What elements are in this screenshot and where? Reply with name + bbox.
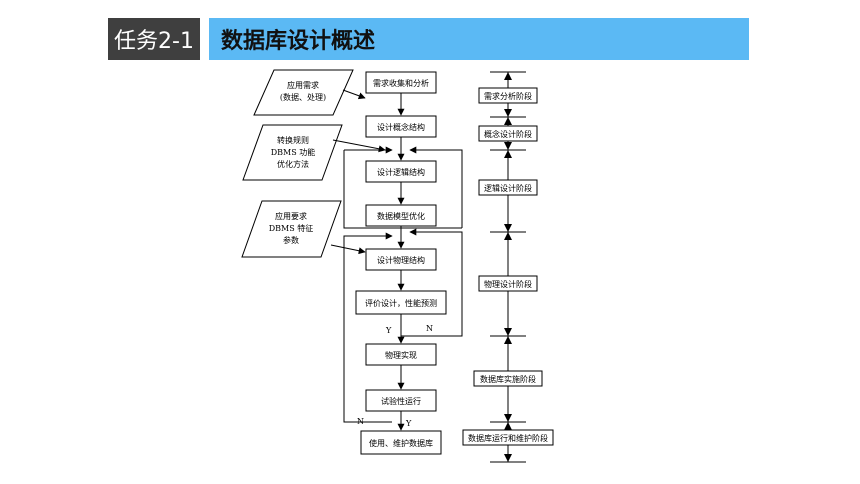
step-physical-implementation: 物理实现	[365, 343, 437, 366]
step-evaluate-design-label: 评价设计，性能预测	[365, 298, 437, 308]
step-use-maintain: 使用、维护数据库	[360, 430, 442, 455]
input-rules-line-2: DBMS 功能	[271, 147, 316, 157]
stage-implementation: 数据库实施阶段	[473, 370, 543, 387]
input-rules: 转换规则 DBMS 功能 优化方法	[242, 124, 343, 181]
step-physical-design: 设计物理结构	[365, 248, 437, 271]
stage-conceptual: 概念设计阶段	[478, 125, 538, 142]
stage-requirements: 需求分析阶段	[478, 87, 538, 104]
input-requirements-line-2: (数据、处理)	[280, 92, 326, 102]
stage-operation: 数据库运行和维护阶段	[462, 429, 554, 446]
step-physical-implementation-label: 物理实现	[385, 350, 417, 360]
stage-physical-label: 物理设计阶段	[484, 279, 532, 289]
input-app-requirements-line-1: 应用要求	[275, 211, 307, 221]
label-yes-2: Y	[405, 419, 412, 428]
input-app-requirements-line-2: DBMS 特征	[269, 223, 314, 233]
stage-logical: 逻辑设计阶段	[478, 179, 538, 196]
step-logical-design: 设计逻辑结构	[365, 160, 437, 183]
step-physical-design-label: 设计物理结构	[377, 255, 425, 265]
stage-requirements-label: 需求分析阶段	[484, 91, 532, 101]
flow-arrows	[330, 89, 463, 431]
step-logical-design-label: 设计逻辑结构	[377, 167, 425, 177]
step-requirements-analysis-label: 需求收集和分析	[373, 78, 429, 88]
label-yes-1: Y	[385, 326, 392, 335]
step-evaluate-design: 评价设计，性能预测	[355, 290, 447, 315]
step-trial-run: 试验性运行	[365, 389, 437, 412]
stage-implementation-label: 数据库实施阶段	[480, 374, 536, 384]
input-rules-line-1: 转换规则	[277, 135, 309, 145]
task-label: 任务2-1	[108, 18, 200, 60]
step-requirements-analysis: 需求收集和分析	[365, 71, 437, 94]
page-title: 数据库设计概述	[209, 18, 749, 60]
step-model-optimization: 数据模型优化	[365, 204, 437, 227]
stage-physical: 物理设计阶段	[478, 275, 538, 292]
input-requirements: 应用需求 (数据、处理)	[253, 69, 354, 116]
timeline-arrowheads	[504, 72, 512, 462]
step-model-optimization-label: 数据模型优化	[377, 211, 425, 221]
label-no-1: N	[426, 324, 433, 333]
input-app-requirements: 应用要求 DBMS 特征 参数	[241, 200, 342, 258]
stage-logical-label: 逻辑设计阶段	[484, 183, 532, 193]
step-conceptual-design-label: 设计概念结构	[377, 122, 425, 132]
step-conceptual-design: 设计概念结构	[365, 115, 437, 138]
input-rules-line-3: 优化方法	[277, 159, 309, 169]
input-requirements-line-1: 应用需求	[287, 80, 319, 90]
input-app-requirements-line-3: 参数	[283, 235, 299, 245]
stage-operation-label: 数据库运行和维护阶段	[468, 433, 548, 443]
step-trial-run-label: 试验性运行	[381, 396, 421, 406]
label-no-2: N	[357, 417, 364, 426]
step-use-maintain-label: 使用、维护数据库	[369, 438, 433, 448]
stage-conceptual-label: 概念设计阶段	[484, 129, 532, 139]
